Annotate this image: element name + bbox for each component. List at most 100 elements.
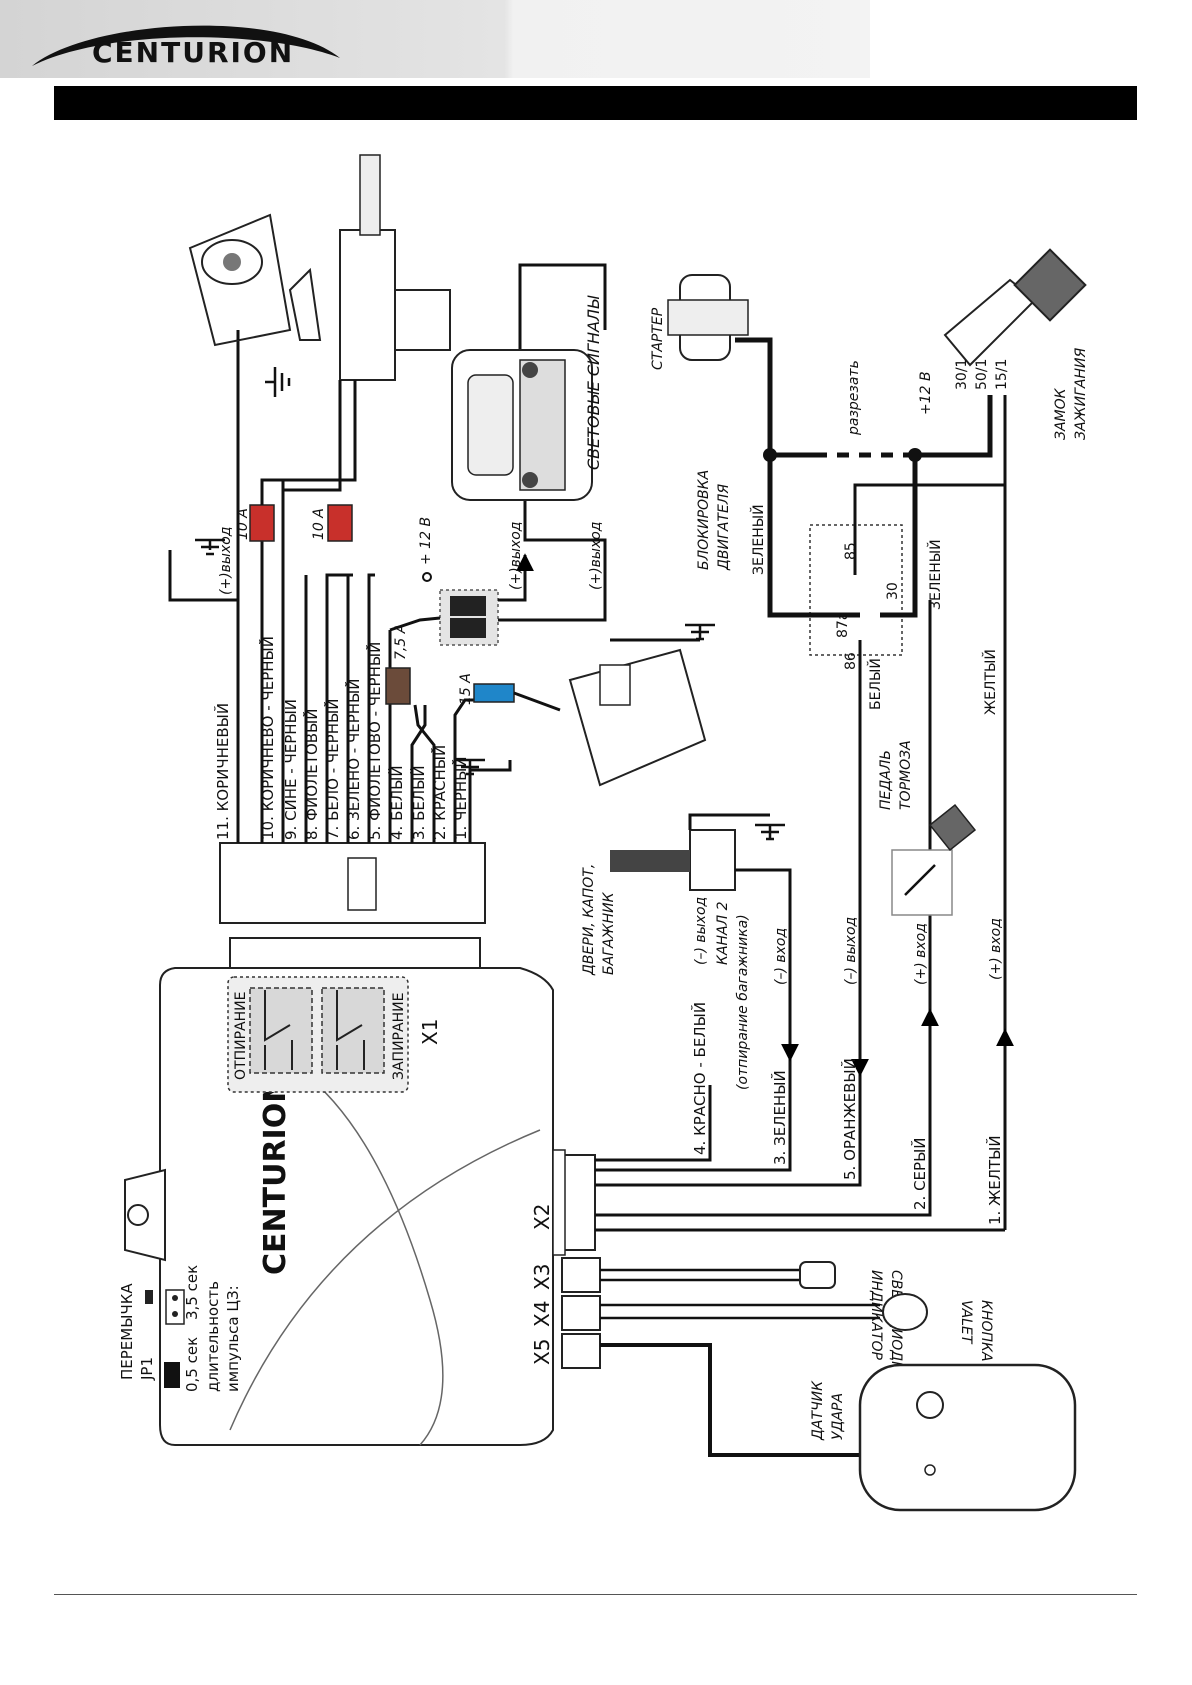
jumper-desc-1: длительность: [204, 1281, 222, 1392]
brake-switch: [891, 803, 977, 916]
doors-label-1: ДВЕРИ, КАПОТ,: [581, 864, 597, 976]
x1-wire-label: 5. ФИОЛЕТОВО - ЧЕРНЫЙ: [365, 642, 384, 840]
x1-wire-label: 6. ЗЕЛЕНО - ЧЕРНЫЙ: [344, 678, 363, 840]
x2-wire-label: 2. СЕРЫЙ: [910, 1137, 929, 1210]
x2-wire-label: 1. ЖЕЛТЫЙ: [985, 1135, 1004, 1225]
starter-label: СТАРТЕР: [650, 307, 666, 370]
x2-wires: [595, 868, 1014, 1232]
logo-text: CENTURION: [92, 36, 294, 69]
shock-label-1: ДАТЧИК: [810, 1380, 826, 1441]
jumper-title: ПЕРЕМЫЧКА: [118, 1283, 136, 1380]
x1-wire-label: 11. КОРИЧНЕВЫЙ: [213, 703, 232, 840]
jumper-long: 3,5 сек: [183, 1265, 201, 1320]
x1-wire-label: 7. БЕЛО - ЧЕРНЫЙ: [323, 699, 342, 840]
x2-wire-note: (отпирание багажника): [735, 914, 751, 1090]
cut-label: разрезать: [846, 360, 862, 436]
centurion-logo: CENTURION: [32, 25, 340, 69]
x1-connector: [219, 842, 486, 969]
valet-label-1: КНОПКА: [978, 1300, 994, 1362]
connector-x1-label: X1: [418, 1019, 442, 1045]
relay-87a-label: 87a: [835, 612, 851, 638]
term-15-label: 15/1: [994, 359, 1010, 390]
x2-wire-note: КАНАЛ 2: [715, 901, 731, 965]
x2-wire-dir: (+) вход: [988, 918, 1004, 980]
starter: [667, 274, 749, 361]
x2-wire-label: 4. КРАСНО - БЕЛЫЙ: [690, 1002, 709, 1155]
x2-wire-dir: (–) выход: [693, 897, 709, 965]
relay-unlock-label: ОТПИРАНИЕ: [233, 992, 249, 1080]
x2-wire-dir: (–) вход: [773, 928, 789, 985]
footer-rule: [54, 1594, 1137, 1595]
battery: [568, 648, 707, 787]
x2-wire-dir: (+) вход: [913, 923, 929, 985]
fuse-7-5a: [385, 667, 411, 705]
section-title-bar: [54, 86, 1137, 120]
junction-dot: [763, 448, 777, 462]
x1-wires: [236, 340, 512, 843]
door-switch-wire: [688, 813, 770, 830]
car-front: [451, 349, 593, 501]
battery-wires: [513, 638, 700, 712]
siren: [188, 213, 322, 347]
ground-symbols: [195, 367, 785, 841]
x1-wire-label: 10. КОРИЧНЕВО - ЧЕРНЫЙ: [258, 636, 277, 840]
siren-lock-wires: [168, 330, 357, 602]
ignition-label-1: ЗАМОК: [1053, 387, 1069, 440]
x1-wire-label: 8. ФИОЛЕТОВЫЙ: [302, 709, 321, 841]
valet-button: [600, 1293, 928, 1331]
x2-wire-label: 5. ОРАНЖЕВЫЙ: [840, 1058, 859, 1180]
logo-swoosh: [32, 25, 340, 66]
jumper-jp1: [145, 1289, 185, 1388]
green-label-1: ЗЕЛЕНЫЙ: [749, 504, 767, 575]
brake-label-1: ПЕДАЛЬ: [878, 750, 894, 810]
valet-label-2: VALET: [958, 1300, 974, 1345]
x2-connector: [552, 1149, 596, 1256]
lights-out-label-2: (+)выход: [588, 522, 604, 591]
connector-x4-label: X4: [530, 1301, 554, 1327]
brake-label-2: ТОРМОЗА: [898, 740, 914, 810]
x1-wire-label: 3. БЕЛЫЙ: [409, 765, 428, 840]
jumper-short: 0,5 сек: [183, 1337, 201, 1392]
siren-out-label: (+)выход: [218, 527, 234, 596]
fuse-7-5a-label: 7,5 А: [393, 624, 409, 660]
engine-block-label-1: БЛОКИРОВКА: [696, 470, 712, 570]
light-relay: [422, 572, 499, 646]
led-label-2: ИНДИКАТОР: [868, 1270, 884, 1360]
shock-sensor: [600, 1343, 1077, 1512]
x2-wire-label: 3. ЗЕЛЕНЫЙ: [770, 1070, 789, 1165]
relay-lock-label: ЗАПИРАНИЕ: [391, 993, 407, 1080]
plus12-label-b: +12 В: [918, 371, 934, 415]
x1-wire-label: 4. БЕЛЫЙ: [387, 765, 406, 840]
jumper-desc-2: импульса ЦЗ:: [224, 1285, 242, 1392]
unit-brand: CENTURION: [258, 1078, 293, 1275]
fuse-10a-label-2: 10 А: [311, 508, 327, 540]
shock-label-2: УДАРА: [830, 1393, 846, 1440]
led-indicator: [600, 1261, 836, 1289]
connector-x2-label: X2: [530, 1204, 554, 1230]
wiring-diagram: CENTURION ОТПИРАНИЕ ЗАПИРАНИЕ X1 X2 X3 X…: [118, 154, 1089, 1512]
fuse-15a: [473, 683, 515, 703]
x1-wire-label: 1. ЧЕРНЫЙ: [451, 756, 470, 840]
fuse-10a-label-1: 10 А: [235, 508, 251, 540]
doors-label-2: БАГАЖНИК: [601, 891, 617, 975]
fuse-10a-2: [327, 504, 353, 542]
relay-side-wires: [853, 395, 1007, 1230]
x1-wire-label: 2. КРАСНЫЙ: [430, 745, 449, 840]
x1-wire-label: 9. СИНЕ - ЧЕРНЫЙ: [281, 699, 300, 840]
junction-dot: [908, 448, 922, 462]
starter-wires: [735, 337, 993, 618]
green-label-2: ЗЕЛЕНЫЙ: [926, 539, 944, 610]
ignition-label-2: ЗАЖИГАНИЯ: [1073, 348, 1089, 440]
light-signals-label: СВЕТОВЫЕ СИГНАЛЫ: [584, 295, 603, 470]
ignition-switch: [943, 248, 1087, 367]
white-label: БЕЛЫЙ: [866, 658, 884, 710]
x3-x4-x5-connectors: [561, 1257, 601, 1369]
relay-30-label: 30: [885, 582, 901, 600]
connector-x5-label: X5: [530, 1339, 554, 1365]
fuse-10a-1: [249, 504, 275, 542]
engine-block-label-2: ДВИГАТЕЛЯ: [716, 484, 732, 571]
x2-wire-dir: (–) выход: [843, 917, 859, 985]
term-50-label: 50/1: [974, 359, 990, 390]
connector-x3-label: X3: [530, 1264, 554, 1290]
yellow-label: ЖЕЛТЫЙ: [981, 649, 999, 715]
